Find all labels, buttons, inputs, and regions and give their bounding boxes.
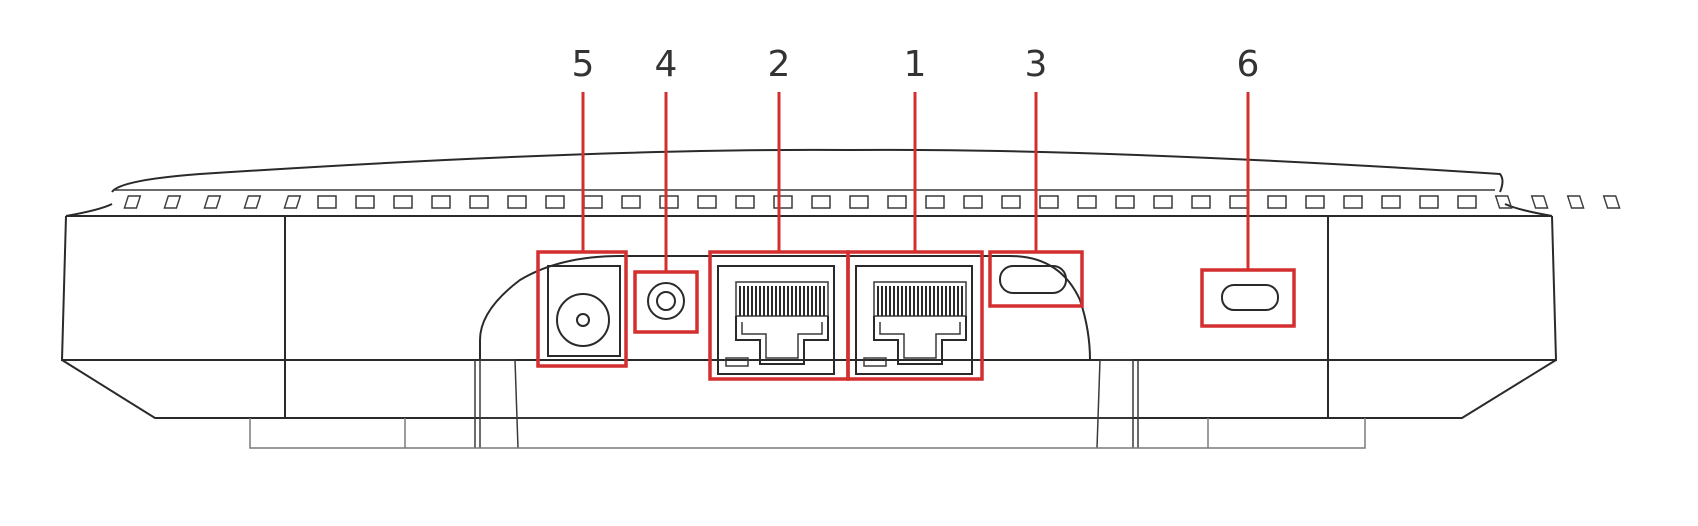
vent-slot [1602, 195, 1621, 209]
vent-slot [697, 195, 717, 209]
power-port[interactable] [547, 265, 621, 357]
vent-slot [1191, 195, 1211, 209]
vent-slot [1530, 195, 1549, 209]
vent-slot [507, 195, 527, 209]
vent-slots [123, 195, 1621, 209]
ethernet-port-2-latch [735, 316, 829, 365]
base-skirt [61, 359, 1557, 419]
ethernet-port-1-contacts-box [873, 281, 967, 317]
led-indicator [1221, 284, 1279, 311]
vent-slot [925, 195, 945, 209]
vent-slot [1077, 195, 1097, 209]
callout-labels: 5 4 2 1 3 6 [572, 44, 1260, 272]
vent-slot [1229, 195, 1249, 209]
vent-strip-bottom [65, 203, 1553, 217]
top-dome [111, 148, 1504, 193]
vent-slot [355, 195, 375, 209]
ethernet-port-1-latch [873, 316, 967, 365]
vent-slot [163, 195, 182, 209]
vent-slot [123, 195, 142, 209]
vent-slot [1153, 195, 1173, 209]
ethernet-port-2[interactable] [717, 265, 835, 375]
feet-left [480, 359, 519, 449]
vent-slot [203, 195, 222, 209]
vent-slot [1494, 195, 1513, 209]
vent-slot [849, 195, 869, 209]
vent-slot [963, 195, 983, 209]
vent-slot [317, 195, 337, 209]
vent-slot [1115, 195, 1135, 209]
vent-slot [887, 195, 907, 209]
reset-inner [656, 291, 676, 311]
vent-slot [1381, 195, 1401, 209]
vent-slot [735, 195, 755, 209]
ethernet-port-1-led [863, 357, 887, 367]
power-port-housing [547, 265, 621, 357]
vent-slot [243, 195, 262, 209]
reset-outer [647, 282, 685, 320]
vent-slot [1419, 195, 1439, 209]
foot-plate [249, 418, 1366, 449]
ethernet-port-1[interactable] [855, 265, 973, 375]
reset-button[interactable] [647, 282, 685, 320]
vent-slot [1305, 195, 1325, 209]
reset-button-callout-number: 4 [655, 44, 678, 85]
ethernet-port-2-frame [717, 265, 835, 375]
led-indicator-callout-number: 6 [1237, 44, 1260, 85]
ethernet-port-2-contacts-box [735, 281, 829, 317]
vent-slot [283, 195, 302, 209]
vent-slot [583, 195, 603, 209]
vent-slot [621, 195, 641, 209]
ethernet-port-2-callout-number: 2 [768, 44, 791, 85]
ethernet-port-1-latch-inner [879, 322, 961, 359]
vent-slot [1001, 195, 1021, 209]
power-port-callout-number: 5 [572, 44, 595, 85]
usb-c-port[interactable] [999, 265, 1067, 294]
power-port-highlight [536, 250, 628, 368]
vent-slot [469, 195, 489, 209]
usb-c-port-callout-number: 3 [1025, 44, 1048, 85]
vent-slot [1267, 195, 1287, 209]
vent-slot [1039, 195, 1059, 209]
vent-slot [1343, 195, 1363, 209]
power-port-pin [576, 313, 590, 327]
vent-slot [659, 195, 679, 209]
power-port-barrel [556, 293, 610, 347]
ethernet-port-1-frame [855, 265, 973, 375]
ethernet-port-2-led [725, 357, 749, 367]
ethernet-ports [717, 265, 973, 375]
reset-button-highlight [633, 270, 699, 334]
vent-slot [1457, 195, 1477, 209]
vent-slot [393, 195, 413, 209]
ethernet-port-1-callout-number: 1 [904, 44, 927, 85]
vent-slot [431, 195, 451, 209]
vent-slot [773, 195, 793, 209]
ethernet-port-2-latch-inner [741, 322, 823, 359]
vent-slot [545, 195, 565, 209]
feet-right [1096, 359, 1133, 449]
housing-body [60, 215, 1558, 361]
vent-slot [811, 195, 831, 209]
led-indicator-highlight [1200, 268, 1296, 328]
vent-slot [1566, 195, 1585, 209]
